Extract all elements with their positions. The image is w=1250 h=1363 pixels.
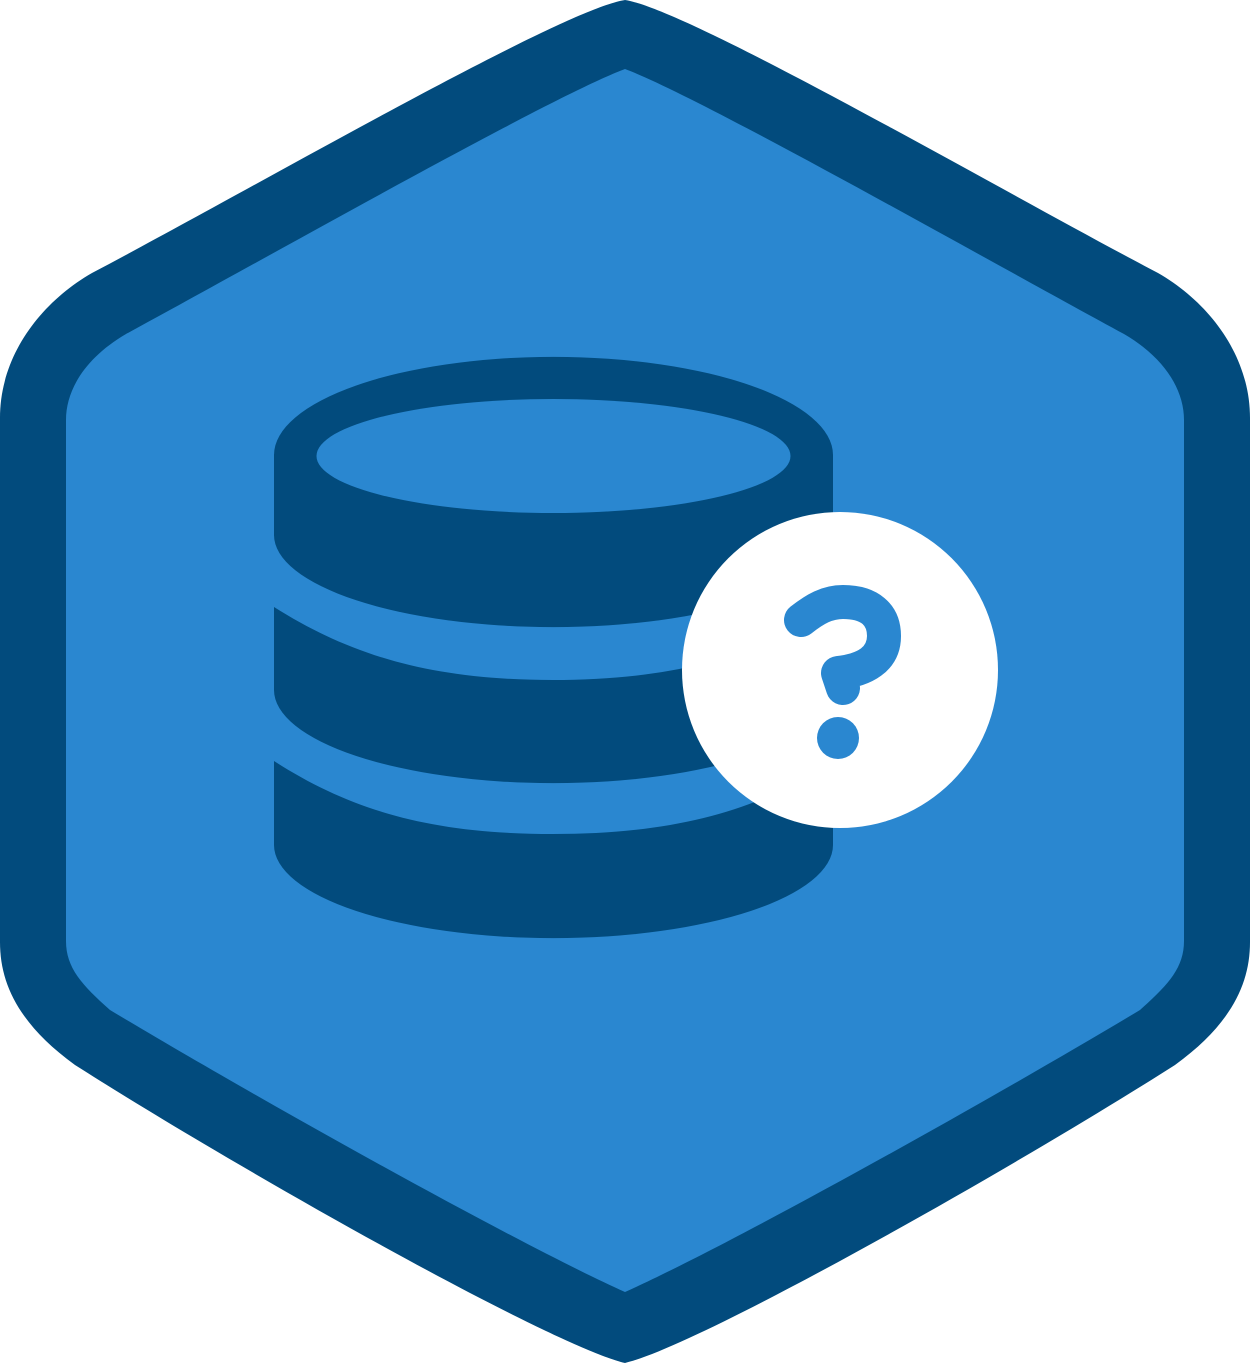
database-bottom-disk (274, 761, 833, 939)
database-icon (274, 356, 833, 939)
database-top-opening (316, 399, 791, 513)
question-mark-dot (817, 717, 859, 759)
database-middle-disk (274, 607, 833, 784)
question-mark-hook (784, 585, 901, 705)
question-circle-icon (682, 512, 998, 828)
